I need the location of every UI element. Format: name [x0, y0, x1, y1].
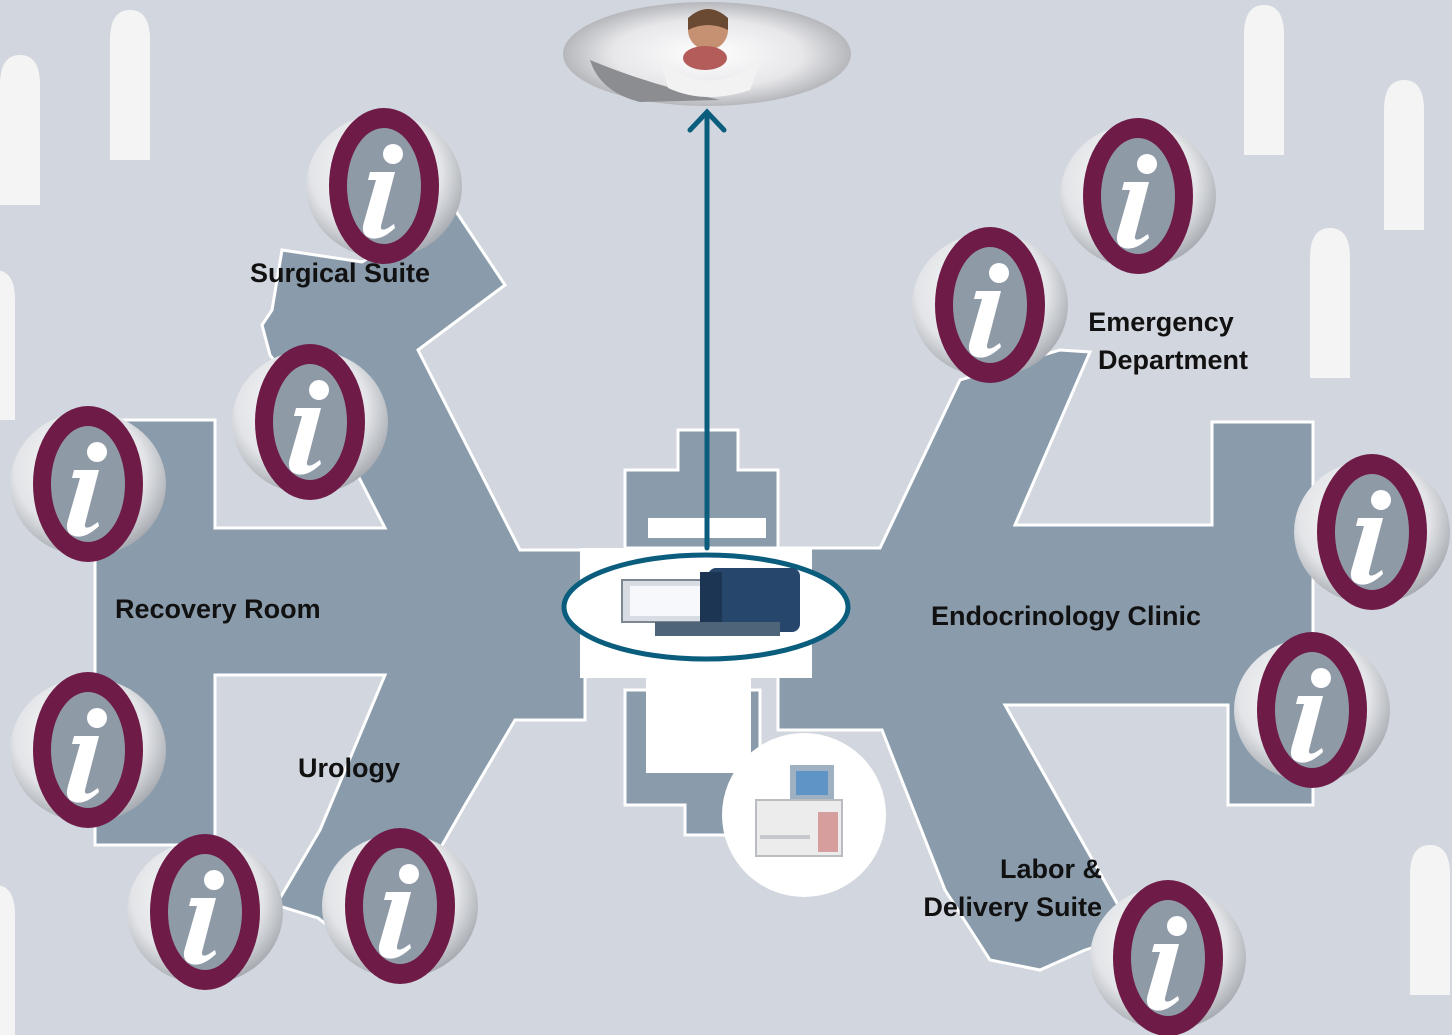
label-surgical-suite: Surgical Suite [250, 258, 431, 288]
connector-arrow [687, 108, 727, 551]
info-icon[interactable] [1294, 454, 1450, 610]
label-emergency-line1: Emergency [1088, 307, 1234, 337]
label-labor-line1: Labor & [999, 854, 1102, 884]
label-emergency-department: Emergency Department [1074, 303, 1248, 379]
info-icon[interactable] [1060, 118, 1216, 274]
label-endocrinology-clinic: Endocrinology Clinic [931, 601, 1202, 631]
label-recovery-room: Recovery Room [115, 594, 321, 624]
label-urology: Urology [298, 753, 401, 783]
analyzer-device [722, 733, 886, 897]
computer-workstation [561, 552, 851, 662]
label-labor-delivery: Labor & Delivery Suite [890, 850, 1102, 926]
user-photo [563, 2, 851, 106]
label-labor-line2: Delivery Suite [923, 892, 1102, 922]
info-icon[interactable] [127, 834, 283, 990]
label-emergency-line2: Department [1098, 345, 1249, 375]
